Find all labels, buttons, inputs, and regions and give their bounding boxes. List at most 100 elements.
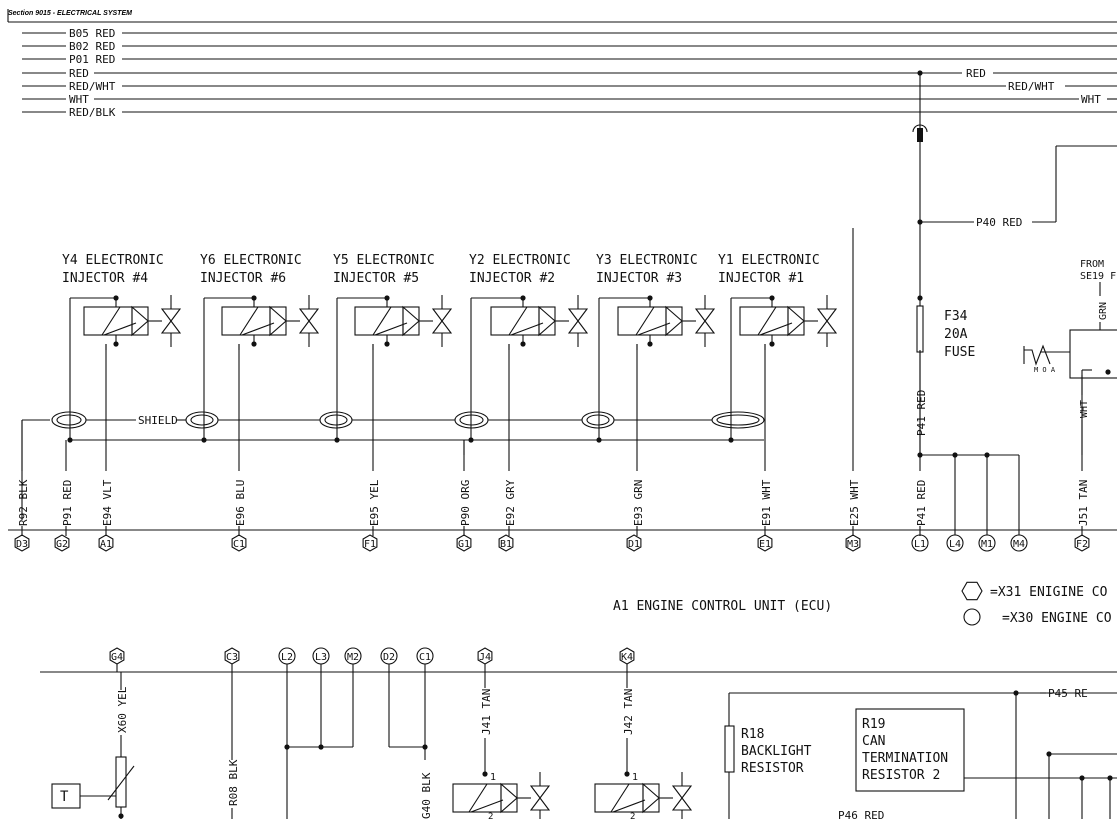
solenoid-diagonal — [610, 783, 630, 813]
upper-wire-label: P91 RED — [61, 480, 74, 526]
solenoid-slash — [637, 322, 671, 336]
pin-hexagon — [14, 534, 30, 552]
lower-valve-icon — [671, 785, 693, 811]
solenoid-arrow — [500, 782, 518, 814]
pin-label: F2 — [1076, 539, 1088, 550]
pin-hexagon — [54, 534, 70, 552]
lower-wire-label: R08 BLK — [227, 759, 240, 806]
valve-icon — [298, 308, 320, 334]
injector-title: Y2 ELECTRONIC — [469, 253, 571, 268]
solenoid-diagonal — [101, 306, 121, 336]
from-label: FROM — [1080, 259, 1104, 270]
injector-subtitle: INJECTOR #4 — [62, 271, 148, 286]
pin-label: L4 — [949, 539, 961, 550]
pin-hexagon — [757, 534, 773, 552]
lower-wire-label: J42 TAN — [622, 689, 635, 735]
solenoid-pin-label: 1 — [632, 772, 638, 783]
fuse-body — [916, 305, 924, 353]
valve-icon — [694, 308, 716, 334]
fuse-id: F34 — [944, 309, 968, 324]
fuse-rating: 20A — [944, 327, 968, 342]
pin-hexagon — [98, 534, 114, 552]
wht-label: WHT — [1079, 400, 1090, 418]
junction-dot — [917, 452, 923, 458]
upper-wire-label: E96 BLU — [234, 480, 247, 526]
p46-label: P46 RED — [838, 809, 884, 819]
pin-hexagon — [231, 534, 247, 552]
switch-body — [1069, 329, 1117, 379]
lower-pin-label: C3 — [226, 652, 238, 663]
solenoid-arrow — [642, 782, 660, 814]
pin-hexagon — [845, 534, 861, 552]
section-header: Section 9015 - ELECTRICAL SYSTEM — [8, 10, 132, 17]
legend-circle — [963, 608, 981, 626]
injector-subtitle: INJECTOR #6 — [200, 271, 286, 286]
injector-title: Y5 ELECTRONIC — [333, 253, 435, 268]
injector-y4: Y4 ELECTRONIC INJECTOR #4 — [62, 253, 182, 347]
p40-label: P40 RED — [976, 216, 1022, 229]
lower-wire-label: G40 BLK — [420, 772, 433, 819]
solenoid-diagonal — [508, 306, 528, 336]
r19-box — [855, 708, 965, 792]
solenoid-slash — [103, 322, 137, 336]
upper-wire-label: E92 GRY — [504, 479, 517, 526]
bus-wire-label: B02 RED — [69, 40, 115, 53]
lower-pin-label: M2 — [347, 652, 359, 663]
pin-hexagon — [362, 534, 378, 552]
lower-pin-label: D2 — [383, 652, 395, 663]
junction-dot — [118, 813, 124, 819]
shield-oval-inner — [324, 414, 348, 426]
r19-id: R19 — [862, 717, 885, 732]
injector-title: Y4 ELECTRONIC — [62, 253, 164, 268]
lower-pin-label: L3 — [315, 652, 327, 663]
upper-wire-label: R92 BLK — [17, 479, 30, 526]
injector-subtitle: INJECTOR #1 — [718, 271, 804, 286]
bus-wire-label: B05 RED — [69, 27, 115, 40]
r18-resistor — [724, 725, 735, 773]
junction-dot — [284, 744, 290, 750]
pin-label: M4 — [1013, 539, 1025, 550]
terminal-dot — [624, 771, 630, 777]
lower-pin-label: K4 — [621, 652, 633, 663]
pin-label: M1 — [981, 539, 993, 550]
solenoid-slash — [759, 322, 793, 336]
pin-label: B1 — [500, 539, 512, 550]
pin-label: A1 — [100, 539, 112, 550]
shield-oval-inner — [56, 414, 82, 426]
lower-pin-label: G4 — [111, 652, 123, 663]
junction-dot — [318, 744, 324, 750]
shield-oval-inner — [586, 414, 610, 426]
lower-valve-icon — [529, 785, 551, 811]
r18-label: BACKLIGHT — [741, 744, 812, 759]
solenoid-diagonal — [372, 306, 392, 336]
thermistor-arrow — [107, 765, 135, 801]
right-bus-label: WHT — [1081, 93, 1101, 106]
switch-actuator-icon — [1024, 344, 1051, 366]
pin-label: L1 — [914, 539, 926, 550]
injector-group: Y4 ELECTRONIC INJECTOR #4 Y6 ELECTRONICINJ… — [62, 253, 838, 347]
fuse-wire-label: P41 RED — [915, 390, 928, 436]
shield-cable: SHIELD — [21, 411, 765, 520]
ecu-label: A1 ENGINE CONTROL UNIT (ECU) — [613, 599, 832, 614]
lower-pin-label: C1 — [419, 652, 431, 663]
bus-wire-label: RED/WHT — [69, 80, 116, 93]
bus-wire-label: RED — [69, 67, 89, 80]
injector-subtitle: INJECTOR #5 — [333, 271, 419, 286]
injector-subtitle: INJECTOR #2 — [469, 271, 555, 286]
p45-label: P45 RE — [1048, 687, 1088, 700]
solenoid-diagonal — [757, 306, 777, 336]
lower-pin-label: J4 — [479, 652, 491, 663]
solenoid-slash — [612, 799, 646, 813]
r19-label: RESISTOR 2 — [862, 768, 940, 783]
bus-wire-label: RED/BLK — [69, 106, 116, 119]
pin-label: F1 — [364, 539, 376, 550]
pin-label: G2 — [56, 539, 68, 550]
legend-hexagon-label: =X31 ENIGINE CO — [990, 585, 1108, 600]
terminal-dot — [482, 771, 488, 777]
solenoid-slash — [374, 322, 408, 336]
